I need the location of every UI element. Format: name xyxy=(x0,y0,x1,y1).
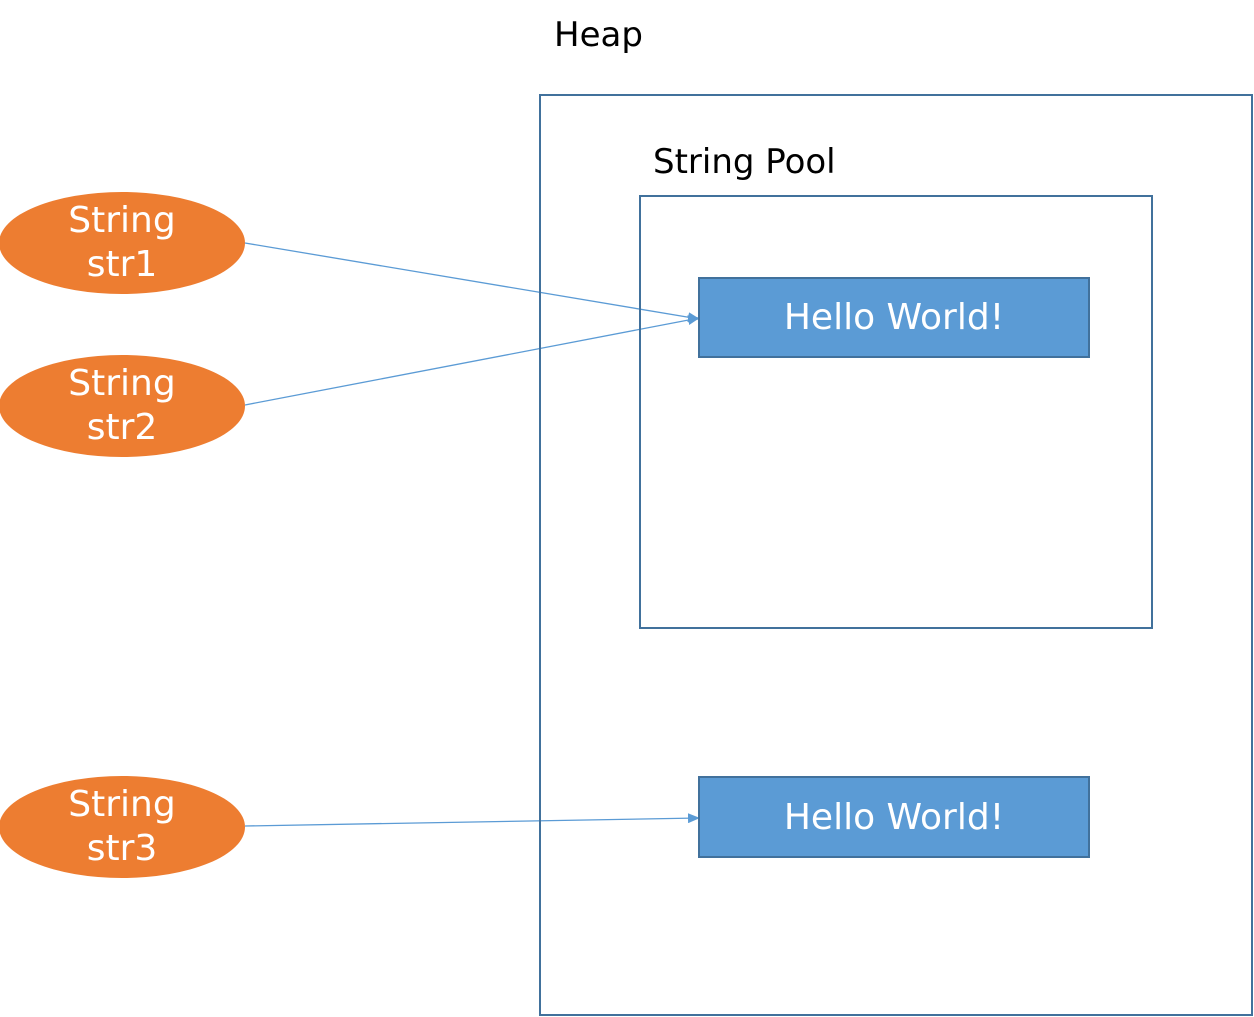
arrow-str1-to-pooled xyxy=(244,242,700,323)
variable-str3: String str3 xyxy=(0,776,245,878)
heap-string-object: Hello World! xyxy=(698,776,1090,858)
variable-type: String xyxy=(68,200,176,241)
variable-name: str2 xyxy=(86,407,158,448)
variable-name: str1 xyxy=(86,244,158,285)
variable-type: String xyxy=(68,784,176,825)
heap-string-value: Hello World! xyxy=(783,796,1005,838)
variable-name: str3 xyxy=(86,828,158,869)
variable-type: String xyxy=(68,363,176,404)
heap-label: Heap xyxy=(554,15,643,55)
pooled-string-value: Hello World! xyxy=(783,297,1005,338)
arrow-str2-to-pooled xyxy=(244,315,700,406)
variable-str2: String str2 xyxy=(0,355,245,457)
heap-region xyxy=(539,94,1253,1016)
pooled-string-object: Hello World! xyxy=(698,277,1090,358)
variable-str1: String str1 xyxy=(0,192,245,294)
string-pool-region xyxy=(639,195,1153,629)
arrow-str3-to-heap xyxy=(244,813,700,827)
string-pool-label: String Pool xyxy=(653,142,836,182)
